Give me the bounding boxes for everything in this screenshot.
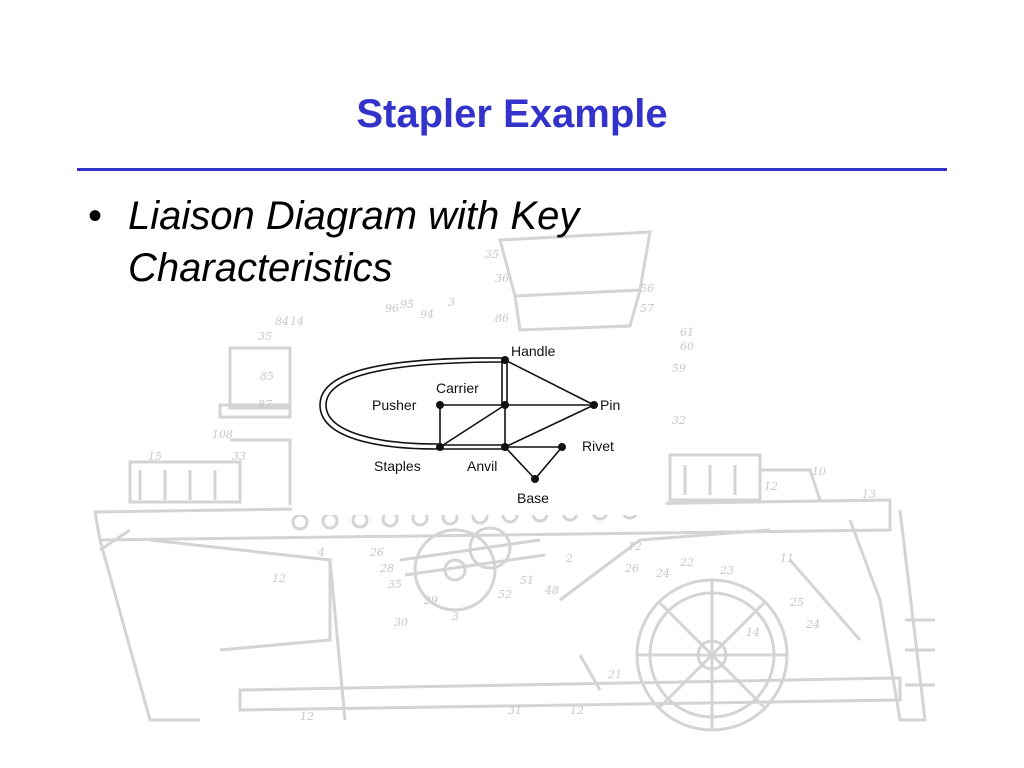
svg-text:28: 28 [379, 562, 394, 575]
svg-text:96: 96 [385, 302, 399, 315]
node-label-rivet: Rivet [582, 438, 614, 454]
liaison-rivet-base [534, 446, 563, 480]
svg-text:25: 25 [789, 596, 804, 609]
bullet-text: Liaison Diagram with Key Characteristics [128, 194, 580, 290]
svg-text:85: 85 [260, 370, 274, 383]
svg-text:48: 48 [544, 584, 559, 597]
svg-text:26: 26 [369, 546, 384, 559]
svg-text:22: 22 [679, 556, 694, 569]
svg-text:52: 52 [498, 588, 512, 601]
svg-text:12: 12 [300, 710, 314, 723]
node-label-pin: Pin [600, 397, 620, 413]
svg-text:12: 12 [272, 572, 286, 585]
svg-text:36: 36 [495, 272, 509, 285]
svg-text:24: 24 [655, 567, 670, 580]
svg-text:108: 108 [212, 428, 233, 441]
svg-text:12: 12 [628, 540, 642, 553]
node-pusher [436, 401, 444, 409]
svg-text:57: 57 [640, 302, 654, 315]
svg-text:30: 30 [394, 616, 408, 629]
svg-text:4: 4 [317, 546, 325, 559]
svg-text:3: 3 [452, 610, 459, 623]
node-label-carrier: Carrier [436, 380, 479, 396]
svg-text:23: 23 [719, 564, 734, 577]
svg-text:3: 3 [448, 296, 455, 309]
svg-text:24: 24 [805, 618, 820, 631]
node-label-pusher: Pusher [372, 397, 417, 413]
svg-text:35: 35 [258, 330, 272, 343]
svg-text:94: 94 [420, 308, 434, 321]
svg-text:26: 26 [624, 562, 639, 575]
title-divider [77, 168, 947, 171]
svg-text:95: 95 [400, 298, 414, 311]
svg-text:29: 29 [423, 594, 438, 607]
node-label-anvil: Anvil [467, 458, 497, 474]
node-label-staples: Staples [374, 458, 421, 474]
svg-text:15: 15 [148, 450, 162, 463]
svg-text:21: 21 [607, 668, 622, 681]
svg-text:35: 35 [485, 248, 499, 261]
node-rivet [558, 443, 566, 451]
svg-text:87: 87 [258, 398, 272, 411]
liaison-diagram-svg: Handle Carrier Pusher Pin Staples Anvil … [319, 343, 620, 506]
node-pin [590, 401, 598, 409]
svg-text:56: 56 [640, 282, 654, 295]
node-carrier [501, 401, 509, 409]
liaison-handle-pin [504, 359, 595, 406]
svg-text:59: 59 [672, 362, 686, 375]
svg-text:12: 12 [764, 480, 778, 493]
liaison-anvil-pin [504, 404, 595, 448]
node-anvil [501, 443, 509, 451]
node-label-handle: Handle [511, 343, 556, 359]
svg-text:84: 84 [275, 315, 289, 328]
svg-text:51: 51 [520, 574, 534, 587]
liaison-carrier-staples [439, 404, 506, 448]
node-staples [436, 443, 444, 451]
bullet-symbol: • [88, 194, 103, 238]
svg-text:31: 31 [508, 704, 522, 717]
svg-text:86: 86 [495, 312, 509, 325]
svg-text:60: 60 [680, 340, 694, 353]
liaison-handle-staples-outer [319, 357, 506, 450]
svg-text:2: 2 [565, 552, 573, 565]
svg-text:11: 11 [780, 552, 794, 565]
svg-text:35: 35 [388, 578, 402, 591]
node-label-base: Base [517, 490, 549, 506]
node-handle [501, 356, 509, 364]
svg-text:14: 14 [290, 315, 304, 328]
svg-text:32: 32 [672, 414, 686, 427]
svg-text:12: 12 [570, 704, 584, 717]
liaison-handle-staples-inner [325, 361, 506, 445]
slide-title: Stapler Example [356, 92, 668, 136]
liaison-diagram: Handle Carrier Pusher Pin Staples Anvil … [292, 337, 666, 515]
svg-text:13: 13 [862, 488, 876, 501]
svg-text:33: 33 [232, 450, 246, 463]
svg-text:10: 10 [812, 465, 826, 478]
liaison-anvil-base [504, 446, 536, 480]
svg-text:14: 14 [746, 626, 760, 639]
node-base [531, 475, 539, 483]
bullet-item: • Liaison Diagram with Key Characteristi… [88, 190, 688, 294]
svg-text:61: 61 [680, 326, 694, 339]
